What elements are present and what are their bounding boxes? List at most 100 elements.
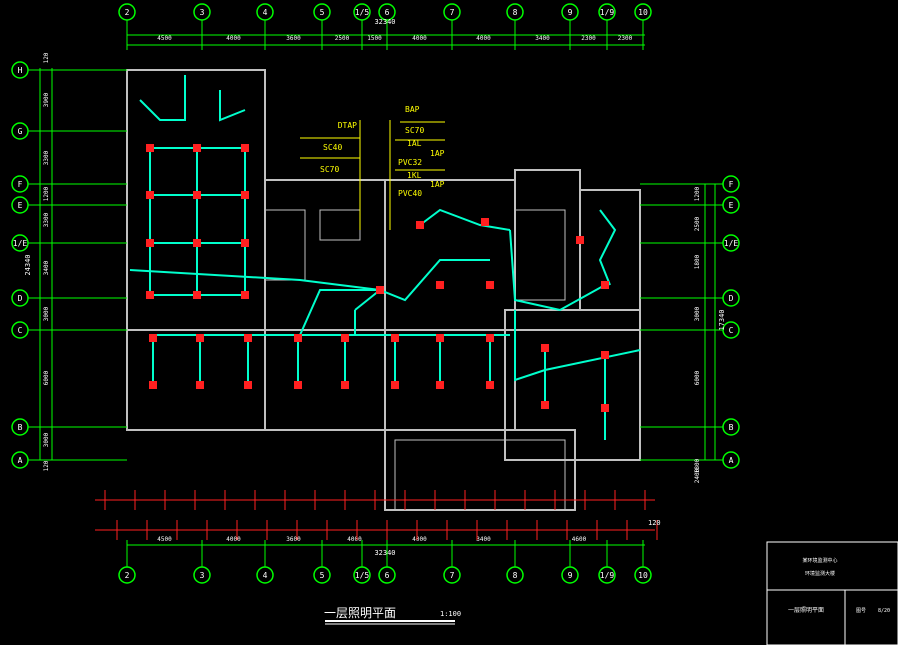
grid-bubble-right: 1/E (722, 234, 740, 252)
label-pvc32: PVC32 (398, 158, 422, 167)
grid-bubble-right: F (722, 175, 740, 193)
svg-text:6: 6 (385, 8, 390, 17)
svg-text:D: D (729, 294, 734, 303)
dim-left: 3900 (43, 92, 50, 107)
light-fixture (244, 381, 252, 389)
light-fixture (241, 239, 249, 247)
grid-bubble-bottom: 8 (506, 566, 524, 584)
svg-text:2: 2 (125, 571, 130, 580)
leader-lines (300, 120, 445, 230)
svg-text:1/E: 1/E (724, 239, 739, 248)
drawing-title: 一层照明平面 1:100 (324, 606, 461, 625)
light-fixture (241, 291, 249, 299)
right-total: 17340 (718, 309, 726, 330)
dim-bottom: 4000 (412, 536, 427, 543)
svg-text:4: 4 (263, 571, 268, 580)
light-fixture (196, 381, 204, 389)
light-fixture (601, 351, 609, 359)
dim-bottom: 4000 (226, 536, 241, 543)
dim-right: 1800 (694, 254, 701, 269)
svg-text:1/5: 1/5 (355, 571, 370, 580)
light-fixture (391, 381, 399, 389)
svg-text:C: C (18, 326, 23, 335)
grid-bubble-left: E (11, 196, 29, 214)
dim-right: 1200 (694, 186, 701, 201)
svg-text:A: A (729, 456, 734, 465)
svg-text:B: B (18, 423, 23, 432)
dim-right: 1800 (694, 458, 701, 473)
dim-right: 2500 (694, 216, 701, 231)
dim-right: 3000 (694, 306, 701, 321)
light-fixture (193, 291, 201, 299)
grid-bubble-bottom: 10 (634, 566, 652, 584)
grid-bubble-left: C (11, 321, 29, 339)
grid-bubble-top: 9 (561, 3, 579, 21)
dim-left: 3400 (43, 260, 50, 275)
light-fixture (486, 334, 494, 342)
grid-bubble-top: 8 (506, 3, 524, 21)
dim-top: 2500 (335, 35, 350, 42)
light-fixture (146, 291, 154, 299)
svg-text:8: 8 (513, 571, 518, 580)
grid-bubble-bottom: 9 (561, 566, 579, 584)
svg-text:7: 7 (450, 8, 455, 17)
light-fixture (436, 334, 444, 342)
svg-text:B: B (729, 423, 734, 432)
grid-bubble-top: 10 (634, 3, 652, 21)
svg-text:3: 3 (200, 571, 205, 580)
grid-bubble-right: E (722, 196, 740, 214)
light-fixtures (146, 144, 609, 412)
grid-bubble-left: B (11, 418, 29, 436)
grid-bubble-right: B (722, 418, 740, 436)
dim-top: 2300 (581, 35, 596, 42)
label-1ap: 1AP (430, 149, 445, 158)
label-1kl: 1KL (407, 171, 422, 180)
light-fixture (341, 334, 349, 342)
svg-text:1/9: 1/9 (600, 571, 615, 580)
light-fixture (416, 221, 424, 229)
light-fixture (541, 401, 549, 409)
grid-bubble-bottom: 7 (443, 566, 461, 584)
grid-bubble-left: G (11, 122, 29, 140)
light-fixture (436, 281, 444, 289)
light-fixture (149, 381, 157, 389)
grid-bubble-bottom: 2 (118, 566, 136, 584)
light-fixture (244, 334, 252, 342)
grid-bubble-left: D (11, 289, 29, 307)
dim-bottom: 4500 (157, 536, 172, 543)
svg-text:A: A (18, 456, 23, 465)
light-fixture (241, 191, 249, 199)
svg-text:4: 4 (263, 8, 268, 17)
svg-text:7: 7 (450, 571, 455, 580)
svg-text:F: F (729, 180, 734, 189)
dim-top: 1500 (367, 35, 382, 42)
dim-top: 2300 (618, 35, 633, 42)
svg-text:E: E (729, 201, 734, 210)
grid-bubble-right: D (722, 289, 740, 307)
grid-bubble-left: H (11, 61, 29, 79)
stair-core (264, 209, 566, 511)
light-fixture (294, 334, 302, 342)
light-fixture (149, 334, 157, 342)
grid-bubble-bottom: 4 (256, 566, 274, 584)
dim-top: 4000 (476, 35, 491, 42)
dim-top: 3600 (286, 35, 301, 42)
grid-bubble-left: A (11, 451, 29, 469)
grid-bubble-bottom: 1/5 (353, 566, 371, 584)
tb-no: 8/20 (878, 608, 890, 614)
label-sc70a: SC70 (320, 165, 339, 174)
light-fixture (601, 281, 609, 289)
dim-bottom: 4000 (347, 536, 362, 543)
light-fixture (241, 144, 249, 152)
light-fixture (341, 381, 349, 389)
light-fixture (146, 144, 154, 152)
bottom-right-dim: 120 (648, 519, 661, 527)
dim-top: 4000 (412, 35, 427, 42)
grid-bubble-left: 1/E (11, 234, 29, 252)
dim-top: 4500 (157, 35, 172, 42)
light-fixture (294, 381, 302, 389)
